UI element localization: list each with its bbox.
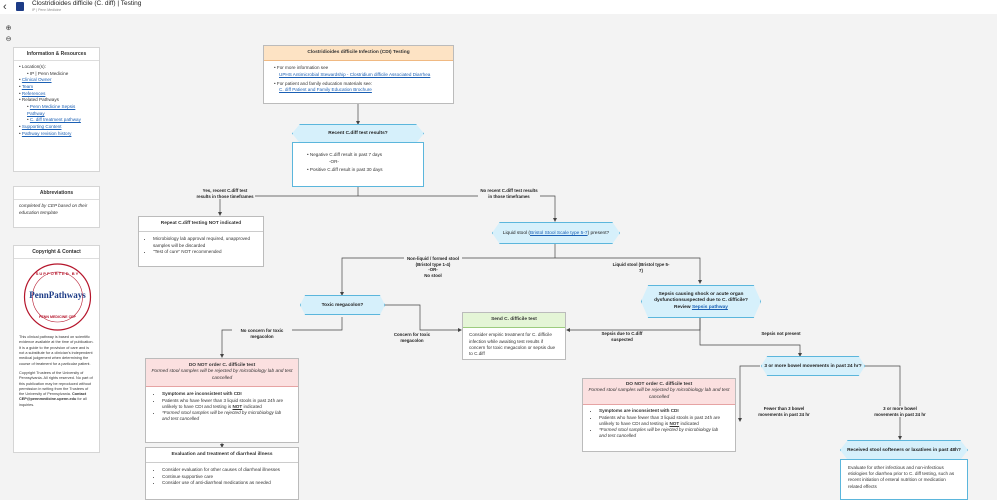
link-cdiff-treatment[interactable]: • C. diff treatment pathway bbox=[27, 117, 81, 123]
link-revision-history[interactable]: • Pathway revision history bbox=[19, 130, 72, 136]
link-bristol-scale[interactable]: Bristol Stool Scale type 5-7 bbox=[530, 230, 588, 236]
disclaimer-text: This clinical pathway is based on scient… bbox=[19, 335, 94, 366]
link-brochure[interactable]: C. diff Patient and Family Education Bro… bbox=[279, 87, 372, 93]
start-title: Clostridioides difficile Infection (CDI)… bbox=[264, 46, 453, 62]
copyright-title: Copyright & Contact bbox=[14, 246, 99, 259]
decision-sepsis[interactable]: Sepsis causing shock or acute organ dysf… bbox=[641, 285, 761, 318]
label-no-toxic: No concern for toxic megacolon bbox=[232, 328, 292, 339]
link-clinical-owner[interactable]: • Clinical Owner bbox=[19, 77, 52, 83]
link-sepsis[interactable]: Sepsis pathway bbox=[691, 304, 728, 310]
send-test-box: Send C. difficile test Consider empiric … bbox=[462, 312, 566, 360]
repeat-title: Repeat C.diff testing NOT indicated bbox=[139, 217, 263, 233]
send-test-text: Consider empiric treatment for C. diffic… bbox=[469, 332, 556, 357]
label-nonliquid: Non-liquid / formed stool (Bristol type … bbox=[404, 256, 462, 278]
link-supporting-content[interactable]: • Supporting Content bbox=[19, 123, 62, 129]
decision-liquid-stool[interactable]: Liquid stool (Bristol Stool Scale type 5… bbox=[492, 222, 620, 244]
pennpathways-seal: SUPPORTED BY PennPathways PENN MEDICINE … bbox=[14, 259, 101, 335]
evaluation-box: Evaluation and treatment of diarrheal il… bbox=[145, 447, 299, 500]
location-label: • Location(s): bbox=[19, 64, 46, 69]
abbrev-text: completed by CEP based on their educatio… bbox=[19, 203, 88, 215]
link-references[interactable]: • References bbox=[19, 90, 46, 96]
copyright-text: Copyright Trustees of the University of … bbox=[19, 370, 93, 407]
seal-brand-text: PennPathways bbox=[29, 290, 86, 300]
zoom-in-icon[interactable]: ⊕ bbox=[5, 25, 12, 32]
location-value: • IP | Penn Medicine bbox=[27, 70, 69, 76]
penn-shield-icon bbox=[16, 2, 24, 11]
page-title: Clostridioides difficile (C. diff) | Tes… bbox=[32, 0, 142, 7]
decision-toxic-megacolon[interactable]: Toxic megacolon? bbox=[300, 295, 385, 315]
copyright-panel: Copyright & Contact SUPPORTED BY PennPat… bbox=[13, 245, 100, 453]
link-team[interactable]: • Team bbox=[19, 83, 34, 89]
label-yes-recent: Yes, recent C.diff test results in those… bbox=[195, 188, 255, 199]
abbreviations-panel: Abbreviations completed by CEP based on … bbox=[13, 186, 100, 228]
page-subtitle: IP | Penn Medicine bbox=[32, 8, 62, 12]
repeat-not-indicated-box: Repeat C.diff testing NOT indicated Micr… bbox=[138, 216, 264, 267]
app-header bbox=[0, 0, 997, 14]
decision-stool-softeners[interactable]: Received stool softeners or laxatives in… bbox=[840, 440, 968, 460]
abbrev-title: Abbreviations bbox=[14, 187, 99, 200]
info-panel-title: Information & Resources bbox=[14, 48, 99, 61]
info-resources-panel: Information & Resources • Location(s): •… bbox=[13, 47, 100, 172]
seal-top-text: SUPPORTED BY bbox=[35, 271, 80, 276]
recent-results-options: • Negative C.diff result in past 7 days … bbox=[292, 142, 424, 187]
label-fewer3: Fewer than 3 bowel movements in past 24 … bbox=[756, 406, 812, 417]
start-box: Clostridioides difficile Infection (CDI)… bbox=[263, 45, 454, 104]
label-more3: 3 or more bowel movements in past 24 hr bbox=[872, 406, 928, 417]
related-label: • Related Pathways bbox=[19, 97, 59, 103]
stool-softeners-text-box: Evaluate for other infectious and non-in… bbox=[840, 459, 968, 500]
link-sepsis-pathway[interactable]: • Penn Medicine Sepsis Pathway bbox=[27, 103, 76, 116]
label-liquid: Liquid stool (Bristol type 5-7) bbox=[612, 262, 670, 273]
send-test-title: Send C. difficile test bbox=[463, 313, 565, 329]
eval-title: Evaluation and treatment of diarrheal il… bbox=[146, 448, 298, 464]
label-no-recent: No recent C.diff test results in those t… bbox=[478, 188, 540, 199]
decision-bowel-movements[interactable]: 3 or more bowel movements in past 24 hr? bbox=[761, 356, 865, 376]
decision-recent-results[interactable]: Recent C.diff test results? bbox=[292, 124, 424, 143]
link-antimicrobial[interactable]: UPHS Antimicrobial Stewardship - Clostri… bbox=[279, 71, 431, 77]
label-concern-toxic: Concern for toxic megacolon bbox=[386, 332, 438, 343]
label-sepsis-not: Sepsis not present bbox=[752, 331, 810, 337]
seal-bottom-text: PENN MEDICINE CEP bbox=[39, 315, 76, 319]
zoom-out-icon[interactable]: ⊖ bbox=[5, 36, 12, 43]
label-sepsis-due: Sepsis due to C.diff suspected bbox=[592, 331, 652, 342]
back-arrow-icon[interactable]: ‹ bbox=[3, 1, 7, 13]
